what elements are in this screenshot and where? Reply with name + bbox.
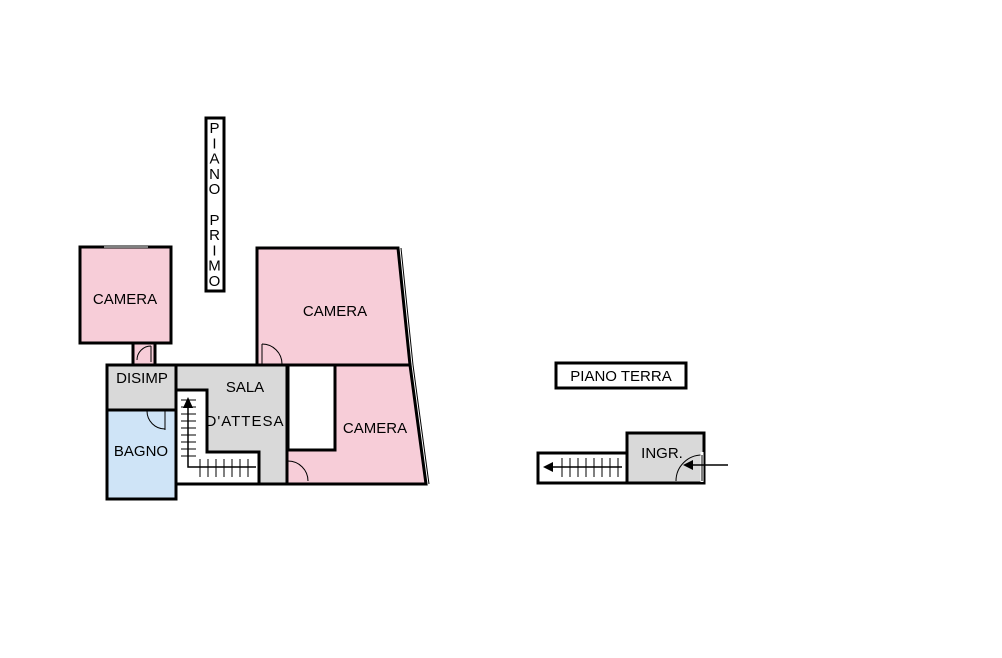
first-floor-label-char: P [209,212,220,229]
first-floor-label-char: I [212,242,217,259]
door-swing-camera-left [136,345,152,361]
first-floor-label-char: R [209,227,221,244]
ingresso-label: INGR. [641,445,683,462]
first-floor-label-char: N [209,166,221,183]
door-swing-camera-top [261,343,283,365]
ground-floor-plan [536,431,728,485]
first-floor-label-char: P [209,120,220,137]
first-floor-label-char: O [209,181,222,198]
sala-attesa-label: D'ATTESA [206,413,285,430]
disimpegno-label: DISIMP [116,370,168,387]
first-floor-plan [78,245,430,501]
sala-label: SALA [226,379,264,396]
camera-left-label: CAMERA [93,291,157,308]
staircase-first-floor [174,388,261,486]
ground-floor-label-text: PIANO TERRA [570,368,671,385]
bagno-label: BAGNO [114,443,168,460]
camera-left-room [78,245,173,345]
first-floor-label-char: A [209,151,220,168]
light-well [286,363,337,452]
first-floor-label-char: M [208,258,222,275]
camera-bottom-right-label: CAMERA [343,420,407,437]
corridor-stub [131,341,157,367]
door-swing-ingresso [675,454,703,482]
door-swing-camera-bottom [287,460,309,482]
ingresso-room [625,431,706,485]
camera-top-right-label: CAMERA [303,303,367,320]
first-floor-label-char: I [212,135,217,152]
first-floor-label-char: O [209,273,222,290]
ground-floor-label: PIANO TERRA [554,361,688,390]
door-swing-bagno [146,410,166,430]
